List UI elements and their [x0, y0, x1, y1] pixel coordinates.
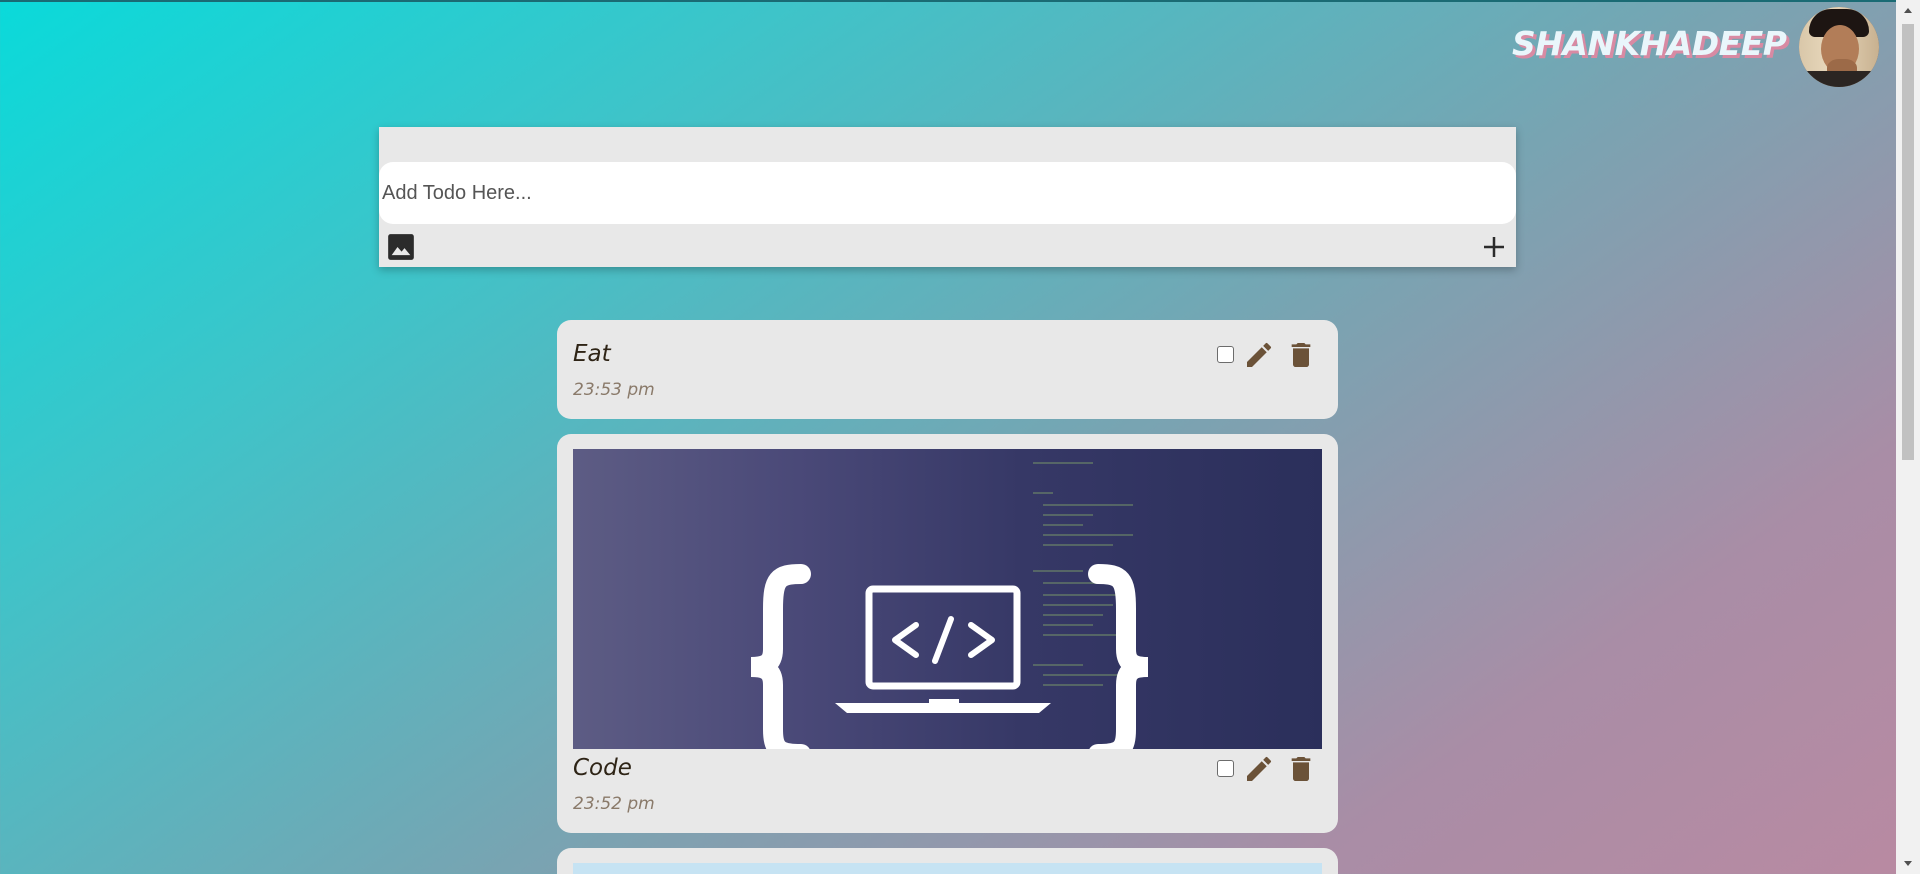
scroll-down-arrow-icon[interactable] [1896, 854, 1920, 874]
image-icon[interactable] [387, 233, 415, 261]
edit-icon[interactable] [1243, 339, 1275, 371]
delete-icon[interactable] [1285, 753, 1317, 785]
window-top-border [0, 0, 1920, 2]
todo-checkbox[interactable] [1217, 346, 1234, 363]
todo-card [557, 848, 1338, 874]
code-laptop-icon [750, 462, 1149, 749]
todo-card: Code 23:52 pm [557, 434, 1338, 833]
todo-checkbox[interactable] [1217, 760, 1234, 777]
todo-card: Eat 23:53 pm [557, 320, 1338, 419]
user-avatar[interactable] [1799, 7, 1879, 87]
scrollbar[interactable] [1896, 0, 1920, 874]
scroll-up-arrow-icon[interactable] [1896, 0, 1920, 20]
todo-title: Code [573, 755, 632, 781]
todo-composer [379, 127, 1516, 267]
delete-icon[interactable] [1285, 339, 1317, 371]
plus-icon[interactable] [1479, 232, 1509, 262]
todo-time: 23:52 pm [573, 794, 655, 814]
todo-image [573, 863, 1322, 874]
brand-title: SHANKHADEEP [1512, 24, 1787, 63]
todo-image [573, 449, 1322, 749]
scrollbar-thumb[interactable] [1902, 24, 1914, 460]
avatar-shirt [1799, 71, 1879, 87]
edit-icon[interactable] [1243, 753, 1275, 785]
todo-title: Eat [573, 341, 611, 367]
todo-time: 23:53 pm [573, 380, 655, 400]
todo-input[interactable] [379, 162, 1516, 224]
